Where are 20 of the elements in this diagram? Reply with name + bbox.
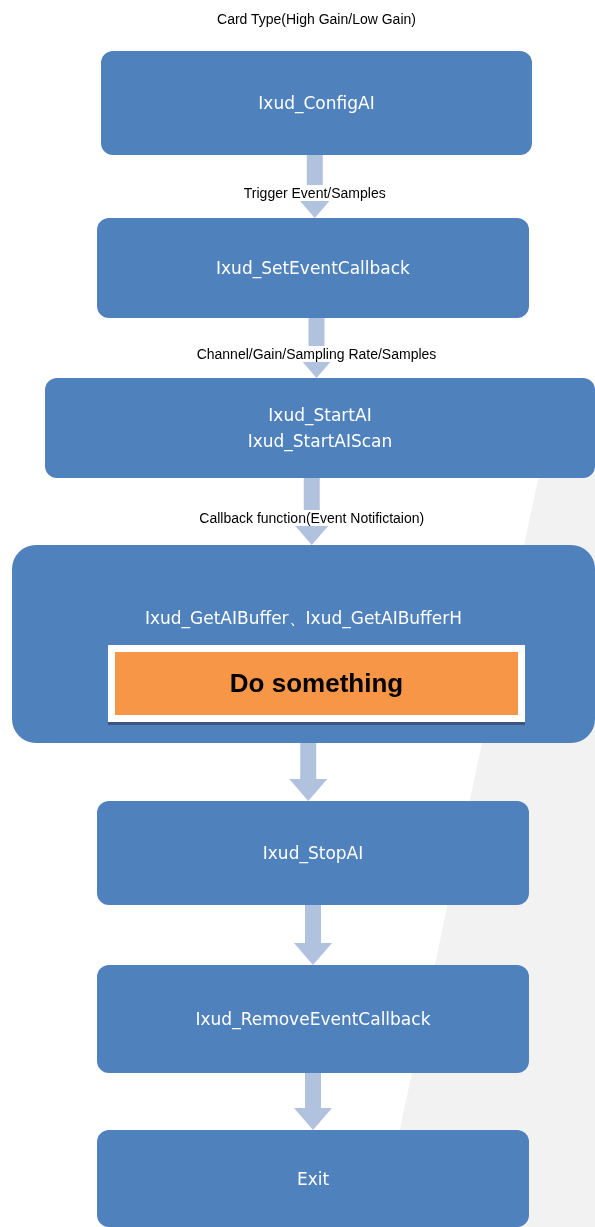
action-box — [108, 645, 525, 722]
block-arrow — [294, 905, 332, 965]
box-label: Ixud_StartAI — [268, 405, 372, 425]
box-label: Ixud_SetEventCallback — [216, 258, 410, 278]
box-label: Ixud_ConfigAI — [258, 93, 375, 113]
process-box — [97, 801, 529, 905]
process-box — [45, 378, 595, 478]
box-label: Ixud_StartAIScan — [247, 431, 393, 451]
block-arrow — [294, 1073, 332, 1130]
caption-text: Card Type(High Gain/Low Gain) — [216, 11, 417, 27]
process-box — [97, 965, 529, 1073]
box-label: Exit — [296, 1168, 330, 1189]
box-label: Ixud_StopAI — [262, 843, 364, 863]
callback-group-box — [12, 545, 595, 743]
block-arrow — [289, 743, 328, 801]
box-label: Do something — [229, 668, 404, 699]
box-label: Ixud_RemoveEventCallback — [195, 1009, 431, 1029]
process-box — [97, 218, 529, 318]
process-box — [97, 1130, 529, 1227]
box-label: Ixud_GetAIBuffer、Ixud_GetAIBufferH — [144, 607, 463, 630]
